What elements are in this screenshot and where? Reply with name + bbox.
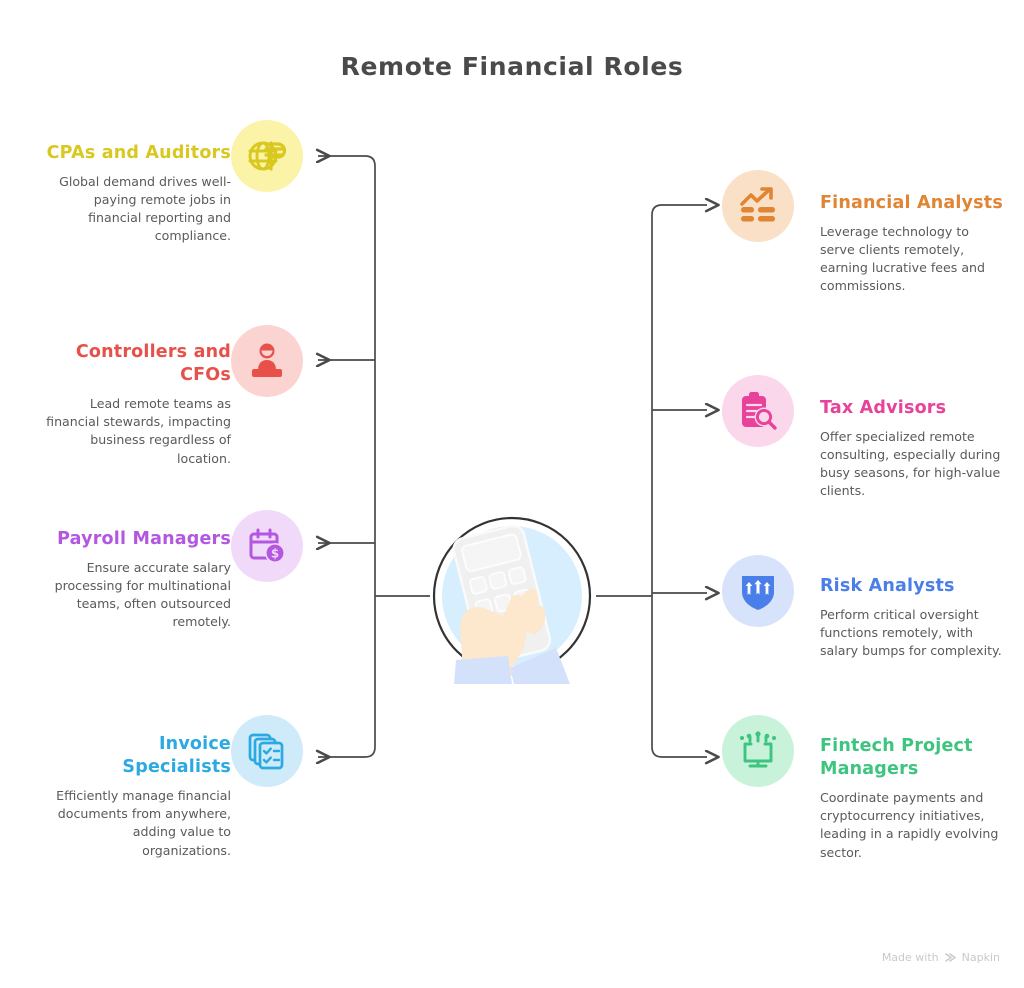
shield-arrows-icon bbox=[742, 576, 774, 610]
node-heading: Financial Analysts bbox=[820, 193, 1003, 213]
footer-made-with-label: Made with bbox=[881, 951, 939, 964]
icon-circle-financial-analysts bbox=[722, 170, 794, 242]
footer-attribution: Made with Napkin bbox=[882, 951, 1000, 964]
node-description: Leverage technology to serve clients rem… bbox=[820, 224, 986, 294]
node-heading: CPAs and Auditors bbox=[46, 143, 231, 163]
calendar-dollar-icon: $ bbox=[249, 528, 285, 563]
node-description: Ensure accurate salary processing for mu… bbox=[54, 560, 231, 630]
icon-circle-tax-advisors bbox=[722, 375, 794, 447]
node-description: Lead remote teams as financial stewards,… bbox=[46, 396, 231, 466]
node-heading: Invoice Specialists bbox=[122, 734, 231, 778]
node-heading: Fintech Project Managers bbox=[820, 736, 973, 780]
node-heading: Payroll Managers bbox=[57, 529, 231, 549]
icon-circle-fintech-project-managers bbox=[722, 715, 794, 787]
node-description: Perform critical oversight functions rem… bbox=[820, 607, 1002, 659]
node-description: Offer specialized remote consulting, esp… bbox=[820, 429, 1001, 499]
speaker-podium-icon bbox=[252, 343, 282, 377]
icon-circle-invoice-specialists bbox=[231, 715, 303, 787]
node-description: Coordinate payments and cryptocurrency i… bbox=[820, 790, 999, 860]
growth-chart-arrow-icon bbox=[740, 187, 775, 222]
node-description: Efficiently manage financial documents f… bbox=[56, 788, 231, 858]
page-title: Remote Financial Roles bbox=[340, 52, 684, 81]
node-heading: Risk Analysts bbox=[820, 576, 955, 596]
napkin-logo-icon bbox=[944, 951, 957, 964]
clipboard-search-icon bbox=[742, 392, 777, 430]
documents-checklist-icon bbox=[248, 733, 284, 770]
icon-circle-controllers-and-cfos bbox=[231, 325, 303, 397]
icon-circle-risk-analysts bbox=[722, 555, 794, 627]
node-description: Global demand drives well-paying remote … bbox=[59, 174, 231, 244]
icon-circle-payroll-managers: $ bbox=[231, 510, 303, 582]
center-illustration bbox=[432, 516, 592, 684]
monitor-network-icon bbox=[740, 731, 776, 768]
node-heading: Tax Advisors bbox=[820, 398, 947, 418]
footer-brand-label: Napkin bbox=[961, 951, 1000, 964]
node-heading: Controllers and CFOs bbox=[75, 342, 231, 386]
icon-circle-cpas-and-auditors bbox=[231, 120, 303, 192]
globe-currency-icon bbox=[248, 141, 287, 171]
svg-text:$: $ bbox=[271, 547, 279, 561]
